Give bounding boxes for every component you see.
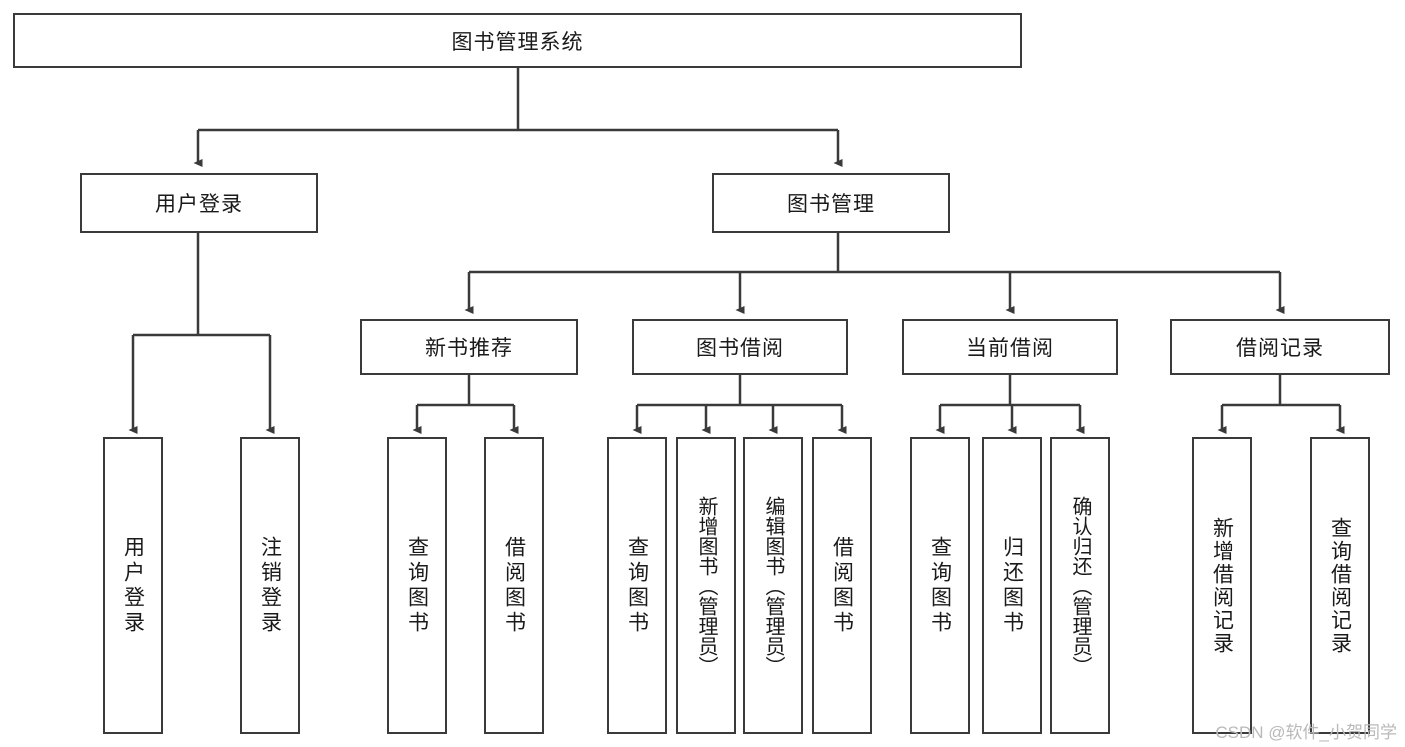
node-label: 查询图书 <box>405 535 429 636</box>
node-label: 当前借阅 <box>966 337 1054 360</box>
node-label: 查询借阅记录 <box>1328 516 1352 655</box>
node-label: 编辑图书（管理员） <box>762 495 784 676</box>
leaf-query-book-recommend[interactable]: 查询图书 <box>387 437 447 734</box>
node-label: 借阅记录 <box>1236 337 1324 360</box>
node-label: 查询图书 <box>625 535 649 636</box>
node-label: 查询图书 <box>928 535 952 636</box>
leaf-edit-book-admin[interactable]: 编辑图书（管理员） <box>743 437 803 734</box>
node-label: 图书管理 <box>787 193 875 216</box>
leaf-add-borrow-record[interactable]: 新增借阅记录 <box>1192 437 1252 734</box>
leaf-user-login[interactable]: 用户登录 <box>103 437 163 734</box>
node-label: 用户登录 <box>121 535 145 636</box>
node-label: 新书推荐 <box>425 337 513 360</box>
node-borrow-record[interactable]: 借阅记录 <box>1170 319 1390 375</box>
node-label: 图书管理系统 <box>451 30 584 54</box>
node-label: 借阅图书 <box>830 535 854 636</box>
leaf-query-book-current[interactable]: 查询图书 <box>910 437 970 734</box>
node-label: 图书借阅 <box>696 337 784 360</box>
node-book-management[interactable]: 图书管理 <box>712 173 950 233</box>
node-current-borrow[interactable]: 当前借阅 <box>902 319 1118 375</box>
leaf-add-book-admin[interactable]: 新增图书（管理员） <box>676 437 736 734</box>
node-label: 新增借阅记录 <box>1210 516 1234 655</box>
node-user-login[interactable]: 用户登录 <box>80 173 318 233</box>
node-book-borrow[interactable]: 图书借阅 <box>632 319 848 375</box>
leaf-query-book-borrow[interactable]: 查询图书 <box>607 437 667 734</box>
leaf-borrow-book-recommend[interactable]: 借阅图书 <box>484 437 544 734</box>
leaf-borrow-book[interactable]: 借阅图书 <box>812 437 872 734</box>
leaf-logout[interactable]: 注销登录 <box>240 437 300 734</box>
leaf-return-book[interactable]: 归还图书 <box>982 437 1042 734</box>
node-label: 注销登录 <box>258 535 282 636</box>
csdn-watermark: CSDN @软件_小贺同学 <box>1215 723 1397 742</box>
node-label: 新增图书（管理员） <box>695 495 717 676</box>
node-label: 用户登录 <box>155 193 243 216</box>
leaf-confirm-return-admin[interactable]: 确认归还（管理员） <box>1050 437 1110 734</box>
node-label: 确认归还（管理员） <box>1069 495 1091 676</box>
node-new-book-recommend[interactable]: 新书推荐 <box>360 319 578 375</box>
node-book-management-system[interactable]: 图书管理系统 <box>13 13 1022 68</box>
node-label: 借阅图书 <box>502 535 526 636</box>
leaf-query-borrow-record[interactable]: 查询借阅记录 <box>1310 437 1370 734</box>
node-label: 归还图书 <box>1000 535 1024 636</box>
